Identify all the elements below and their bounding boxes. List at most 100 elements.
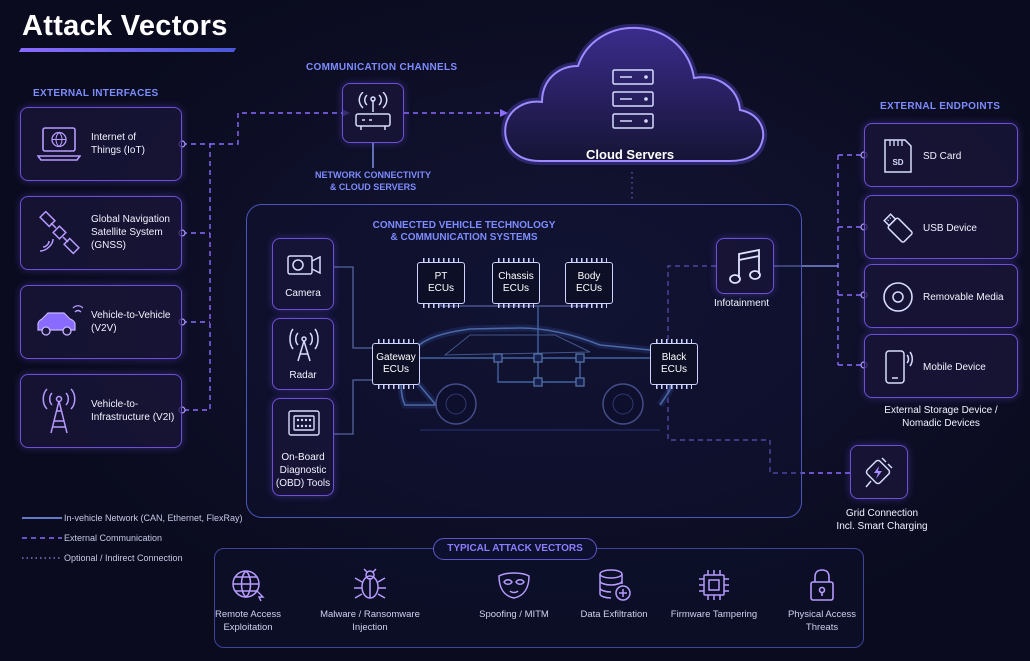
legend-solid-label: In-vehicle Network (CAN, Ethernet, FlexR… (64, 513, 243, 523)
communication-channels-label: COMMUNICATION CHANNELS (306, 62, 458, 73)
endpoint-card-removable[interactable]: Removable Media (864, 264, 1018, 328)
antenna-tower-icon (42, 388, 76, 434)
attack-vectors-title: TYPICAL ATTACK VECTORS (433, 538, 597, 560)
ecu-label-line: ECUs (382, 364, 410, 375)
interface-label-line: Vehicle-to-Vehicle (91, 310, 171, 321)
camera-icon (287, 255, 321, 275)
attack-item-remote-access[interactable]: Remote Access Exploitation (193, 568, 303, 634)
ecu-label-line: Black (661, 352, 687, 363)
interface-label-line: Global Navigation (91, 214, 170, 225)
interface-label-line: Satellite System (91, 227, 163, 238)
ecu-label-line: Body (577, 271, 601, 282)
car-signal-icon (37, 305, 83, 336)
obd-device-icon (288, 410, 320, 436)
endpoint-card-mobile[interactable]: Mobile Device (864, 334, 1018, 398)
ecu-label-line: ECUs (427, 283, 455, 294)
attack-label-line: Data Exfiltration (580, 609, 648, 620)
satellite-icon (39, 211, 80, 255)
attack-label-line: Spoofing / MITM (479, 609, 549, 620)
bug-icon (354, 568, 386, 599)
database-icon (599, 569, 631, 601)
server-rack-icon (612, 69, 654, 129)
ecu-label-line: ECUs (502, 283, 530, 294)
interface-card-v2v[interactable]: Vehicle-to-Vehicle (V2V) (20, 285, 182, 359)
attack-label-line: Remote Access (215, 609, 281, 620)
attack-item-firmware[interactable]: Firmware Tampering (659, 568, 769, 621)
sd-card-icon: SD (884, 139, 912, 173)
attack-item-exfiltration[interactable]: Data Exfiltration (559, 568, 669, 621)
endpoint-label: SD Card (923, 151, 962, 162)
sensor-card-radar[interactable]: Radar (272, 318, 334, 390)
ecu-label-line: ECUs (660, 364, 688, 375)
infotainment-card[interactable] (716, 238, 774, 294)
interface-label-line: (GNSS) (91, 240, 126, 251)
cloud-servers-label: Cloud Servers (586, 147, 675, 162)
music-note-icon (729, 248, 761, 284)
title-underline (18, 48, 237, 52)
disc-icon (883, 282, 913, 312)
smartphone-icon (885, 350, 913, 384)
obd-label-line: On-Board (281, 452, 325, 463)
attack-label-line: Physical Access (787, 609, 857, 620)
attack-item-malware[interactable]: Malware / Ransomware Injection (315, 568, 425, 634)
cloud-icon (501, 23, 768, 165)
endpoint-label: Mobile Device (923, 362, 986, 373)
grid-label-line: Grid Connection (845, 508, 919, 519)
external-endpoints-label: EXTERNAL ENDPOINTS (880, 101, 1001, 112)
attack-label-line: Threats (805, 622, 839, 633)
grid-connection-label: Grid Connection Incl. Smart Charging (820, 507, 944, 533)
endpoint-card-sd[interactable]: SD SD Card (864, 123, 1018, 187)
network-connectivity-line: & CLOUD SERVERS (329, 182, 417, 192)
attack-label-line: Firmware Tampering (670, 609, 758, 620)
vehicle-systems-line: & COMMUNICATION SYSTEMS (390, 232, 538, 243)
endpoints-caption-line: External Storage Device / (884, 405, 998, 416)
endpoint-label: USB Device (923, 223, 977, 234)
interface-card-iot[interactable]: Internet of Things (IoT) (20, 107, 182, 181)
interface-card-gnss[interactable]: Global Navigation Satellite System (GNSS… (20, 196, 182, 270)
grid-label-line: Incl. Smart Charging (836, 521, 928, 532)
interface-label-line: Things (IoT) (91, 145, 145, 156)
legend-dashed-label: External Communication (64, 533, 163, 543)
chip-icon (699, 570, 729, 600)
ecu-label-line: PT (434, 271, 448, 282)
grid-connection-card[interactable] (850, 445, 908, 499)
legend-dotted-label: Optional / Indirect Connection (64, 553, 183, 563)
page-title: Attack Vectors (22, 10, 228, 42)
charging-plug-icon (865, 457, 893, 488)
sensor-label: Camera (285, 288, 321, 299)
attack-item-physical[interactable]: Physical Access Threats (767, 568, 877, 634)
network-connectivity-line: NETWORK CONNECTIVITY (315, 170, 431, 180)
radar-icon (289, 328, 319, 362)
router-card[interactable] (342, 83, 404, 143)
usb-icon (883, 213, 913, 243)
obd-label-line: Diagnostic (279, 465, 327, 476)
attack-item-spoofing[interactable]: Spoofing / MITM (459, 568, 569, 621)
infotainment-label: Infotainment (714, 298, 770, 309)
laptop-globe-icon (37, 127, 81, 161)
router-icon (355, 92, 391, 130)
sensor-card-obd[interactable]: On-Board Diagnostic (OBD) Tools (272, 398, 334, 496)
globe-icon (232, 570, 265, 602)
ecu-label-line: Chassis (498, 271, 534, 282)
mask-icon (498, 572, 530, 599)
ecu-label-line: ECUs (575, 283, 603, 294)
attack-label-line: Malware / Ransomware (320, 609, 420, 620)
interface-label-line: Vehicle-to- (91, 399, 139, 410)
sensor-label: Radar (289, 370, 317, 381)
interface-card-v2i[interactable]: Vehicle-to- Infrastructure (V2I) (20, 374, 182, 448)
vehicle-systems-label: CONNECTED VEHICLE TECHNOLOGY & COMMUNICA… (364, 220, 564, 244)
sensor-label: On-Board Diagnostic (OBD) Tools (273, 451, 333, 490)
sd-card-icon-text: SD (892, 158, 903, 167)
sensor-card-camera[interactable]: Camera (272, 238, 334, 310)
vehicle-systems-line: CONNECTED VEHICLE TECHNOLOGY (372, 220, 556, 231)
interface-label-line: Internet of (91, 132, 137, 143)
endpoint-card-usb[interactable]: USB Device (864, 195, 1018, 259)
legend-swatches (22, 517, 62, 559)
network-connectivity-label: NETWORK CONNECTIVITY & CLOUD SERVERS (300, 169, 446, 193)
attack-label-line: Exploitation (223, 622, 273, 633)
